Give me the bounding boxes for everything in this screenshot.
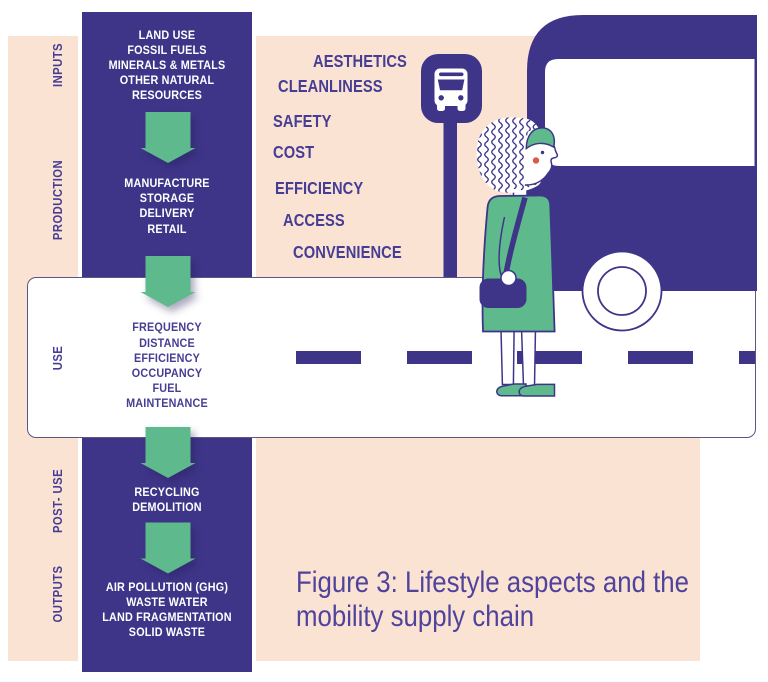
down-arrow-icon: [140, 112, 196, 163]
stage-line: RESOURCES: [131, 88, 203, 103]
stage-outputs-items: AIR POLLUTION (GHG) WASTE WATER LAND FRA…: [91, 580, 244, 641]
stage-label-postuse: POST- USE: [51, 468, 65, 533]
stage-postuse-items: RECYCLING DEMOLITION: [91, 485, 244, 515]
bus-stop-pole: [443, 118, 457, 278]
stage-line: STORAGE: [139, 191, 195, 206]
aspect-efficiency: EFFICIENCY: [275, 178, 364, 198]
stage-line: OCCUPANCY: [131, 365, 203, 380]
stage-line: OTHER NATURAL: [119, 73, 215, 88]
stage-line: LAND FRAGMENTATION: [102, 610, 232, 625]
beret: [525, 127, 556, 151]
bus-wheel-hub: [597, 266, 647, 316]
caption-line-1: Figure 3: Lifestyle aspects and the: [296, 565, 689, 599]
road-dash: [628, 350, 693, 364]
stage-label-inputs: INPUTS: [51, 42, 65, 87]
caption-line-2: mobility supply chain: [296, 600, 535, 634]
road-dash: [296, 350, 361, 364]
figure-caption: Figure 3: Lifestyle aspects and the mobi…: [296, 566, 689, 636]
bus-stop-sign-icon: [421, 54, 482, 278]
stage-label-production: PRODUCTION: [51, 159, 65, 241]
aspect-convenience: CONVENIENCE: [293, 242, 402, 263]
down-arrow-icon: [140, 522, 196, 574]
stage-line: SOLID WASTE: [128, 625, 206, 640]
bus-window: [545, 59, 755, 166]
stage-line: FOSSIL FUELS: [127, 42, 207, 57]
bus-icon: [527, 15, 757, 332]
bus-front-icon: [434, 68, 468, 111]
aspect-aesthetics: AESTHETICS: [313, 51, 407, 71]
stage-line: DEMOLITION: [132, 499, 202, 514]
stage-label-use: USE: [51, 345, 65, 370]
down-arrow-icon: [140, 256, 196, 307]
stage-line: AIR POLLUTION (GHG): [105, 579, 229, 594]
stage-line: RETAIL: [147, 221, 187, 236]
stage-line: DISTANCE: [139, 335, 195, 350]
stage-line: MAINTENANCE: [126, 396, 208, 411]
stage-line: FREQUENCY: [132, 320, 202, 335]
stage-line: DELIVERY: [139, 206, 195, 221]
handbag: [479, 278, 527, 308]
shoes: [496, 383, 556, 397]
stage-line: EFFICIENCY: [133, 350, 201, 365]
aspect-safety: SAFETY: [273, 111, 332, 132]
aspect-cleanliness: CLEANLINESS: [278, 75, 383, 96]
stage-line: MINERALS & METALS: [108, 57, 226, 72]
hand: [500, 269, 517, 287]
stage-use-items: FREQUENCY DISTANCE EFFICIENCY OCCUPANCY …: [91, 320, 244, 411]
road-dash: [738, 350, 756, 364]
stage-line: WASTE WATER: [126, 595, 208, 609]
cheek: [532, 157, 540, 164]
stage-line: LAND USE: [138, 27, 196, 42]
stage-line: RECYCLING: [134, 484, 200, 499]
woman-waiting-icon: [476, 117, 559, 397]
road-dash: [406, 350, 472, 364]
legs: [500, 321, 537, 387]
stage-line: FUEL: [152, 381, 182, 396]
flow-arrows: [140, 112, 196, 574]
stage-inputs-items: LAND USE FOSSIL FUELS MINERALS & METALS …: [91, 28, 244, 104]
stage-line: MANUFACTURE: [124, 176, 210, 190]
down-arrow-icon: [140, 427, 196, 478]
stage-production-items: MANUFACTURE STORAGE DELIVERY RETAIL: [91, 176, 244, 237]
stage-label-outputs: OUTPUTS: [51, 565, 65, 623]
eye: [540, 150, 545, 155]
aspect-access: ACCESS: [283, 210, 345, 231]
aspect-cost: COST: [273, 141, 315, 162]
